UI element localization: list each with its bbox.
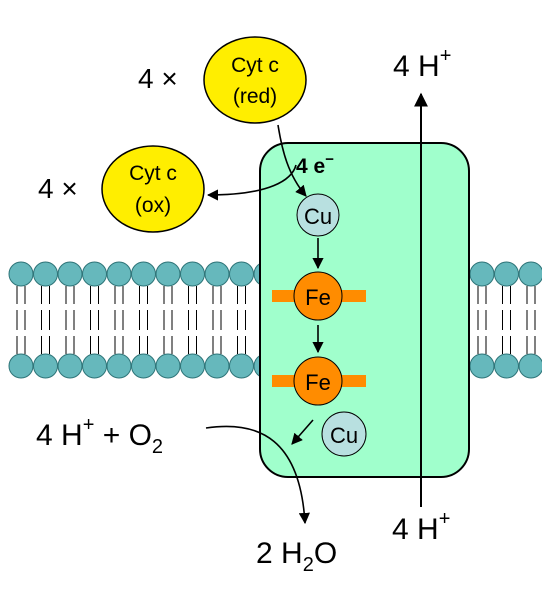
cyt-c-oxidized-label-line1: Cyt c <box>129 162 177 185</box>
bottom-protons-coef: 4 H <box>392 513 439 546</box>
iron-heme-a-label: Fe <box>305 285 331 310</box>
cytochrome-c-reduced <box>203 36 307 124</box>
top-protons-charge: + <box>440 45 452 67</box>
electrons-label: 4 e− <box>296 151 334 178</box>
lipid-head <box>204 353 230 379</box>
bottom-protons-charge: + <box>439 508 451 530</box>
lipid-head <box>469 353 495 379</box>
lipid-head <box>57 353 83 379</box>
electrons-count: 4 e <box>296 155 325 178</box>
copper-b-center <box>321 411 367 457</box>
lipid-head <box>8 261 34 287</box>
bottom-protons-label: 4 H+ <box>392 508 450 546</box>
lipid-head <box>106 353 132 379</box>
lipid-head <box>155 261 181 287</box>
cyt-c-oxidized-label-line2: (ox) <box>135 194 171 217</box>
lipid-head <box>106 261 132 287</box>
lipid-head <box>57 261 83 287</box>
cyt-c-reduced-label-line2: (red) <box>233 85 277 108</box>
fe-to-cu-arrow <box>291 419 314 445</box>
lipid-head <box>229 261 254 287</box>
top-protons-coef: 4 H <box>393 50 440 83</box>
lipid-head <box>494 353 519 379</box>
reactant-protons-charge: + <box>83 414 95 436</box>
product-suffix: O <box>314 537 337 570</box>
lipid-head <box>518 353 542 379</box>
product-label: 2 H2O <box>256 537 337 576</box>
iron-heme-a-center <box>293 271 343 321</box>
lipid-head <box>518 261 542 287</box>
top-protons-label: 4 H+ <box>393 45 451 83</box>
product-prefix: 2 H <box>256 537 303 570</box>
cyt-c-oxidized-release-arrow <box>206 164 297 201</box>
lipid-head <box>131 261 156 287</box>
cyt-c-oxidized-multiplier: 4 × <box>38 173 78 204</box>
copper-a-label: Cu <box>304 204 332 229</box>
electrons-charge: − <box>325 151 334 168</box>
copper-b-label: Cu <box>330 423 358 448</box>
reactant-plus-oxygen: + O <box>94 419 152 452</box>
reactant-oxygen-subscript: 2 <box>152 436 163 458</box>
lipid-head <box>155 353 181 379</box>
lipid-head <box>204 261 230 287</box>
iron-heme-a3-label: Fe <box>305 370 331 395</box>
cyt-c-reduced-label-line1: Cyt c <box>231 54 279 77</box>
lipid-head <box>82 353 107 379</box>
lipid-head <box>494 261 519 287</box>
lipid-head <box>8 353 34 379</box>
reactants-label: 4 H+ + O2 <box>36 414 163 458</box>
lipid-head <box>180 353 205 379</box>
lipid-head <box>131 353 156 379</box>
reactant-protons: 4 H <box>36 419 83 452</box>
lipid-head <box>33 261 58 287</box>
copper-a-center <box>296 193 340 237</box>
lipid-head <box>229 353 254 379</box>
oxygen-to-water-arrow <box>205 425 310 525</box>
lipid-head <box>180 261 205 287</box>
lipid-head <box>33 353 58 379</box>
iron-heme-a3-center <box>293 356 343 406</box>
lipid-head <box>469 261 495 287</box>
cytochrome-c-oxidized <box>101 145 205 233</box>
cyt-c-reduced-multiplier: 4 × <box>138 63 178 94</box>
product-subscript: 2 <box>303 554 314 576</box>
lipid-head <box>82 261 107 287</box>
cyt-c-to-cu-arrow <box>277 124 307 197</box>
